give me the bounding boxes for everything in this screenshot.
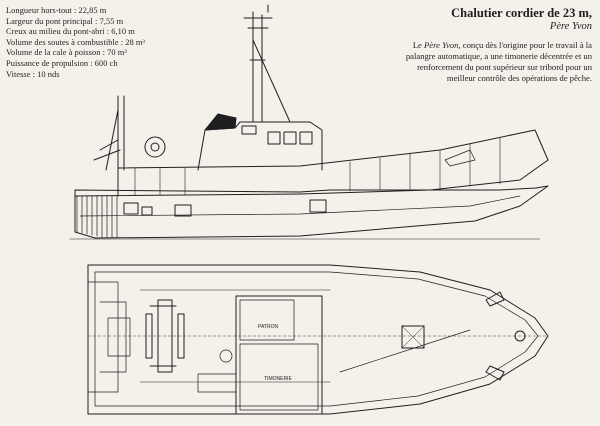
caption-prefix: Le	[412, 40, 425, 50]
hull-window-2	[141, 206, 153, 216]
exhaust-drum	[144, 136, 166, 158]
hull-outline	[74, 185, 549, 239]
spec-width: Largeur du pont principal : 7,55 m	[6, 16, 124, 26]
plan-inner-bulwark	[94, 271, 539, 407]
waterline	[79, 195, 521, 217]
main-mast	[243, 4, 291, 123]
figure-caption: Le Père Yvon, conçu dès l'origine pour l…	[402, 40, 592, 84]
plan-companion	[219, 349, 233, 363]
wheelhouse-door	[241, 125, 257, 135]
title-block: Chalutier cordier de 23 m, Père Yvon	[392, 6, 592, 33]
hull-window-1	[123, 202, 139, 215]
caption-text: , conçu dès l'origine pour le travail à …	[405, 40, 592, 83]
hull-window-3	[174, 204, 192, 217]
plan-wheelhouse-room	[239, 343, 319, 411]
forecastle-detail	[444, 149, 476, 167]
side-elevation	[69, 4, 549, 240]
spec-length: Longueur hors-tout : 22,85 m	[6, 6, 107, 15]
deck-plan	[87, 264, 549, 415]
spec-fuel: Volume des soutes à combustible : 28 m³	[6, 37, 145, 47]
sheer-line	[74, 159, 549, 197]
plan-stair	[197, 373, 237, 393]
wheelhouse-window-3	[299, 131, 313, 145]
spec-speed: Vitesse : 10 nds	[6, 69, 60, 79]
rail-stanchions	[134, 137, 501, 196]
wheelhouse-roof	[204, 113, 237, 131]
plan-anchor-winch	[514, 330, 526, 342]
stern-gantry	[93, 95, 125, 171]
plan-galley-room	[239, 299, 295, 341]
spec-power: Puissance de propulsion : 600 ch	[6, 58, 118, 68]
plan-winch	[145, 299, 185, 373]
figure-title: Chalutier cordier de 23 m,	[451, 6, 592, 20]
wheelhouse-window-2	[283, 131, 297, 145]
plan-label-wheelhouse: TIMONERIE	[264, 376, 292, 382]
specifications-list: Longueur hors-tout : 22,85 m Largeur du …	[6, 6, 145, 80]
spec-hold: Volume de la cale à poisson : 70 m³	[6, 48, 127, 58]
wheelhouse-window-1	[267, 131, 281, 145]
exhaust-drum-inner	[150, 142, 160, 152]
plan-boom	[339, 329, 471, 373]
caption-boat-name: Père Yvon	[424, 40, 459, 50]
spec-depth: Creux au milieu du pont-abri : 6,10 m	[6, 27, 135, 37]
plan-wheelhouse	[235, 295, 323, 415]
plan-bitt-starboard	[485, 365, 505, 381]
plan-forward-hatch	[401, 325, 425, 349]
hull-window-4	[309, 199, 327, 213]
plan-label-galley: PATRON	[258, 324, 278, 330]
bulwark-rail	[117, 129, 549, 197]
plan-hatch-diag-2	[401, 325, 425, 349]
boat-name: Père Yvon	[549, 21, 592, 32]
stern-hatching	[76, 195, 118, 238]
plan-stern-deck	[87, 281, 131, 393]
plan-bitt-port	[485, 291, 505, 307]
